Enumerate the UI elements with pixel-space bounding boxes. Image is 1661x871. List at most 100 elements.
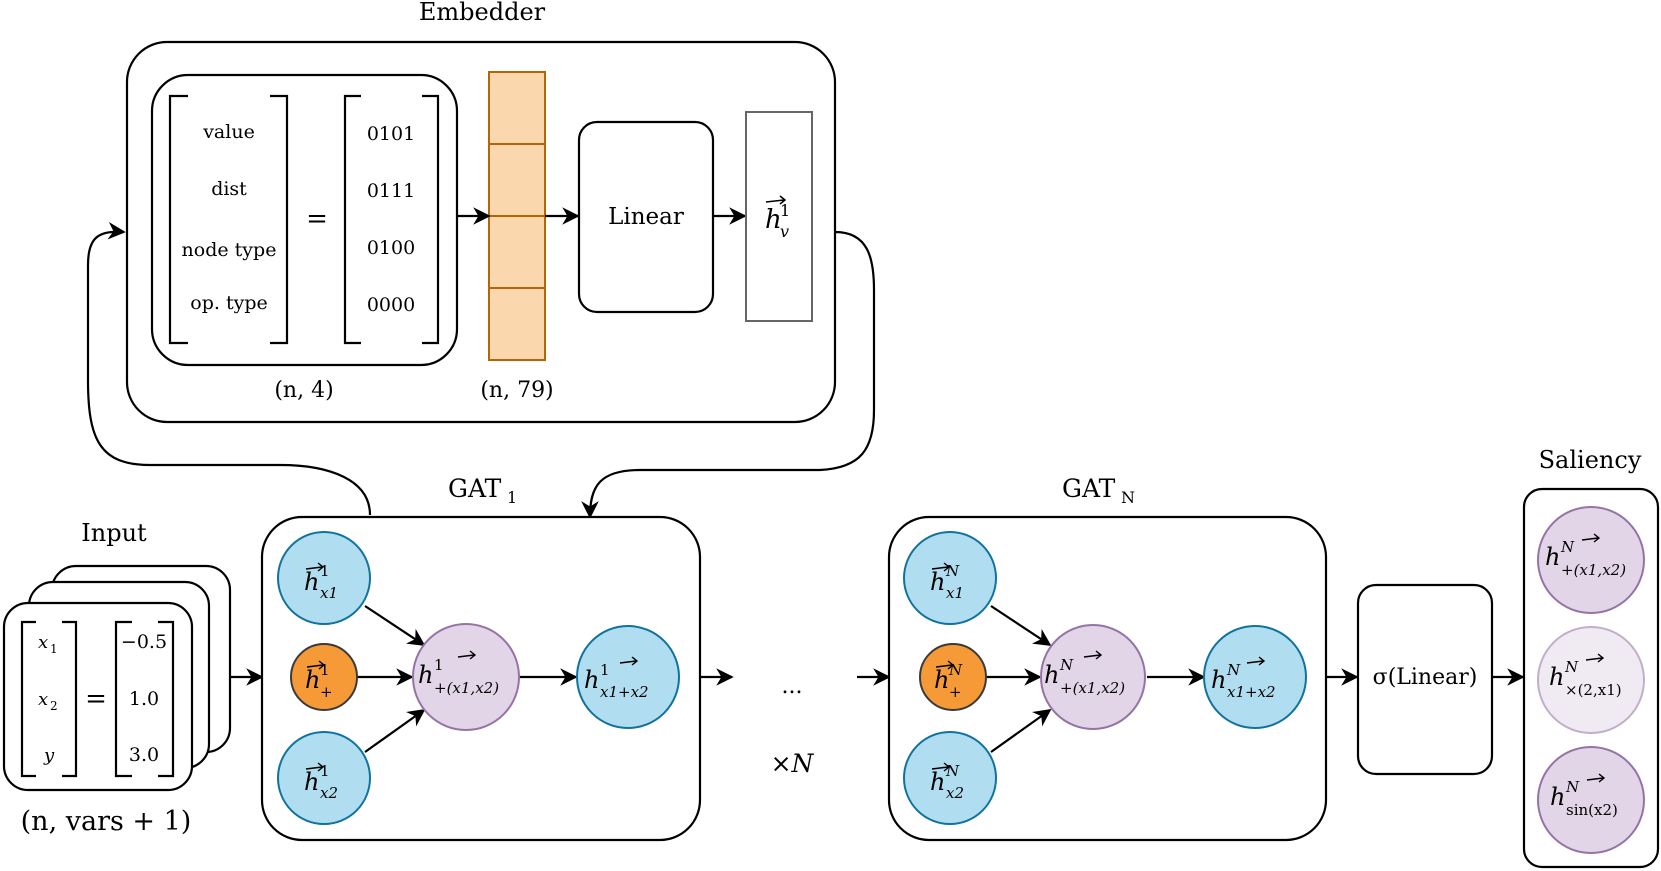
input-vars-left-bracket <box>20 620 36 778</box>
codes-left-bracket <box>343 94 361 345</box>
gat1-node-x2: h 1 x2 <box>277 731 371 825</box>
gatn-node-x1-plus-x2: h N x1+x2 <box>1203 625 1307 729</box>
svg-text:1: 1 <box>507 488 517 507</box>
code-value: 0101 <box>367 123 415 145</box>
input-block: Input x 1 x 2 y = −0.5 1.0 3.0 (n, vars … <box>2 519 232 837</box>
feature-shape-label: (n, 4) <box>274 378 333 403</box>
svg-text:+(x1,x2): +(x1,x2) <box>1060 679 1125 697</box>
svg-text:N: N <box>1121 488 1135 507</box>
embedder-title: Embedder <box>419 0 546 26</box>
embedder-block: Embedder value dist node type op. type =… <box>125 0 837 424</box>
input-value-x2: 1.0 <box>129 688 159 710</box>
saliency-title: Saliency <box>1539 446 1642 474</box>
input-equals: = <box>85 684 107 714</box>
gatn-title: GAT N <box>1062 474 1135 507</box>
svg-text:+: + <box>320 683 333 701</box>
input-shape-label: (n, vars + 1) <box>21 806 192 837</box>
svg-text:1: 1 <box>600 661 610 679</box>
embedding-output-label: h 1 v <box>765 195 790 241</box>
embedder-equals: = <box>306 204 328 234</box>
svg-text:h: h <box>930 568 945 596</box>
fields-left-bracket <box>168 94 188 345</box>
svg-text:x1+x2: x1+x2 <box>1227 683 1276 701</box>
input-values-right-bracket <box>158 620 175 778</box>
gat1-node-plus: h 1 + <box>290 643 358 711</box>
gatn-node-x2: h N x2 <box>903 731 997 825</box>
svg-text:x: x <box>38 689 48 710</box>
gatn-block: GAT N h N x1 h N + h N x2 <box>887 474 1328 842</box>
svg-text:h: h <box>1545 543 1560 571</box>
svg-text:N: N <box>1226 661 1241 679</box>
embedding-vector <box>488 71 546 361</box>
input-vars-right-bracket <box>62 620 78 778</box>
repeat-ellipsis: ... <box>782 674 803 699</box>
svg-text:x1: x1 <box>946 584 964 602</box>
svg-text:N: N <box>1560 538 1575 556</box>
embedding-shape-label: (n, 79) <box>480 378 553 403</box>
codes-right-bracket <box>422 94 440 345</box>
gat1-node-x1: h 1 x1 <box>277 531 371 625</box>
svg-text:1: 1 <box>320 661 330 679</box>
saliency-block: Saliency h N +(x1,x2) h N ×(2,x1) h N si… <box>1522 446 1660 869</box>
input-stack-front <box>2 601 194 792</box>
svg-text:sin(x2): sin(x2) <box>1566 801 1618 819</box>
input-values-left-bracket <box>114 620 132 778</box>
svg-text:h: h <box>1044 661 1059 689</box>
svg-text:N: N <box>1565 778 1580 796</box>
gat1-edge-x1-to-op <box>364 605 426 646</box>
svg-text:h: h <box>1550 783 1565 811</box>
gat1-node-x1-plus-x2: h 1 x1+x2 <box>576 625 680 729</box>
gatn-node-x1: h N x1 <box>903 531 997 625</box>
svg-text:y: y <box>43 745 55 766</box>
field-dist: dist <box>211 178 247 200</box>
gatn-node-plus-x1-x2: h N +(x1,x2) <box>1040 624 1146 730</box>
svg-text:x2: x2 <box>320 784 338 802</box>
svg-text:N: N <box>948 661 963 679</box>
gatn-edge-x1-to-op <box>990 605 1052 646</box>
svg-text:x2: x2 <box>946 784 964 802</box>
svg-text:+: + <box>949 683 962 701</box>
svg-text:1: 1 <box>50 642 58 656</box>
svg-text:+(x1,x2): +(x1,x2) <box>434 679 499 697</box>
gat1-title: GAT 1 <box>448 474 517 507</box>
field-op-type: op. type <box>190 292 267 314</box>
svg-text:N: N <box>945 762 960 780</box>
svg-text:2: 2 <box>50 699 58 713</box>
svg-text:x: x <box>38 632 48 653</box>
input-title: Input <box>81 519 147 547</box>
field-value: value <box>202 121 255 143</box>
field-node-type: node type <box>182 239 277 261</box>
saliency-node-sin-x2: h N sin(x2) <box>1537 746 1645 854</box>
linear-label: Linear <box>608 204 684 230</box>
svg-text:1: 1 <box>320 562 330 580</box>
svg-text:h: h <box>934 666 949 694</box>
gat1-node-plus-x1-x2: h 1 +(x1,x2) <box>412 623 520 731</box>
saliency-node-plus-x1-x2: h N +(x1,x2) <box>1537 506 1645 614</box>
svg-text:h: h <box>304 768 319 796</box>
gat1-edge-x2-to-op <box>364 708 426 753</box>
svg-text:N: N <box>1564 658 1579 676</box>
svg-text:h: h <box>1549 663 1564 691</box>
sigma-linear-block <box>1356 583 1494 776</box>
svg-text:h: h <box>305 666 320 694</box>
code-dist: 0111 <box>367 180 415 202</box>
sigma-linear-label: σ(Linear) <box>1373 665 1478 690</box>
svg-text:1: 1 <box>780 201 790 220</box>
saliency-node-times-2-x1: h N ×(2,x1) <box>1537 626 1645 734</box>
repeat-times-n: ×N <box>771 749 815 778</box>
feature-matrix-frame <box>150 73 459 367</box>
code-op-type: 0000 <box>367 294 415 316</box>
svg-text:1: 1 <box>320 762 330 780</box>
svg-text:×(2,x1): ×(2,x1) <box>1565 681 1622 699</box>
loop-gat-to-embedder <box>86 222 372 516</box>
svg-text:x1+x2: x1+x2 <box>600 683 649 701</box>
gatn-edge-x2-to-op <box>990 708 1052 753</box>
input-var-x2: x 2 <box>38 689 58 713</box>
svg-text:h: h <box>418 661 433 689</box>
loop-embedder-to-gat <box>581 230 876 519</box>
svg-text:h: h <box>1211 666 1226 694</box>
svg-text:1: 1 <box>434 656 444 674</box>
svg-text:N: N <box>1059 656 1074 674</box>
svg-text:h: h <box>930 768 945 796</box>
